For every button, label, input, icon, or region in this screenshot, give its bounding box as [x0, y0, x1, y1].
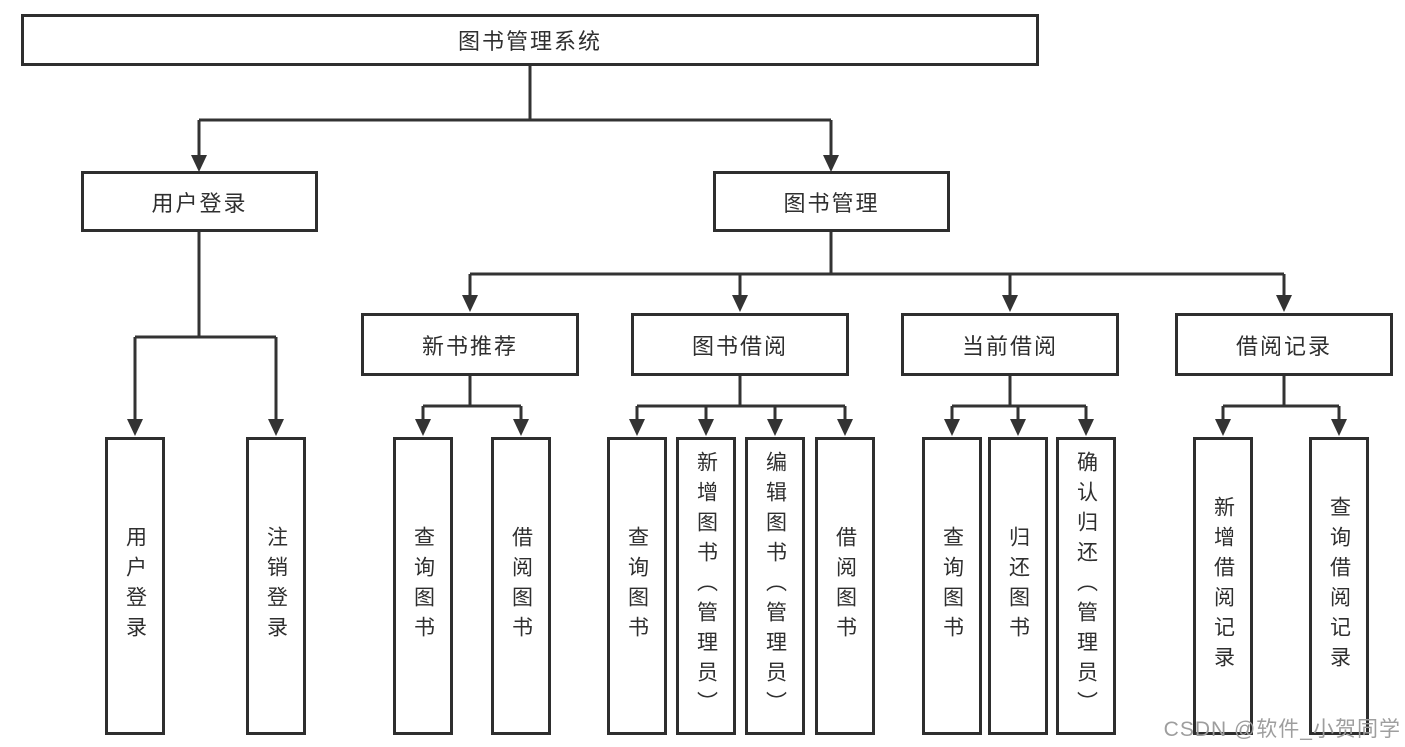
csdn-watermark: CSDN @软件_小贺同学 [1163, 718, 1401, 741]
arrowheads-bookborrow-leaves [629, 419, 853, 436]
connector-bookmgmt-to-level3 [468, 232, 1286, 298]
leaf-confirm-return-admin: 确认归还（管理员） [1056, 437, 1116, 735]
leaf-label: 注销登录 [264, 526, 288, 646]
leaf-user-login: 用户登录 [105, 437, 165, 735]
node-book-management: 图书管理 [713, 171, 950, 232]
leaf-label: 新增借阅记录 [1211, 496, 1235, 676]
leaf-add-borrow-record: 新增借阅记录 [1193, 437, 1253, 735]
arrowheads-borrowrecord-leaves [1215, 419, 1347, 436]
node-new-book-recommend: 新书推荐 [361, 313, 579, 376]
leaf-label: 确认归还（管理员） [1074, 451, 1098, 721]
node-book-borrow: 图书借阅 [631, 313, 849, 376]
node-user-login: 用户登录 [81, 171, 318, 232]
leaf-label: 查询图书 [625, 526, 649, 646]
leaf-label: 编辑图书（管理员） [763, 451, 787, 721]
leaf-current-query-book: 查询图书 [922, 437, 982, 735]
leaf-label: 新增图书（管理员） [694, 451, 718, 721]
node-current-borrow: 当前借阅 [901, 313, 1119, 376]
node-borrow-record: 借阅记录 [1175, 313, 1393, 376]
leaf-label: 用户登录 [123, 526, 147, 646]
leaf-label: 查询图书 [940, 526, 964, 646]
arrowheads-newbookrec-leaves [415, 419, 529, 436]
node-label: 图书借阅 [691, 333, 788, 359]
node-label: 图书管理系统 [457, 29, 602, 54]
arrowheads-level2 [191, 155, 839, 172]
leaf-borrow-book: 借阅图书 [815, 437, 875, 735]
leaf-label: 借阅图书 [833, 526, 857, 646]
node-label: 图书管理 [783, 190, 880, 216]
leaf-recommend-query-book: 查询图书 [393, 437, 453, 735]
connector-borrowrecord-to-leaves [1221, 376, 1341, 422]
leaf-label: 借阅图书 [509, 526, 533, 646]
node-label: 当前借阅 [961, 333, 1058, 359]
connector-currentborrow-to-leaves [950, 376, 1088, 422]
leaf-return-book: 归还图书 [988, 437, 1048, 735]
connector-root-to-level2 [197, 66, 833, 160]
arrowheads-currentborrow-leaves [944, 419, 1094, 436]
leaf-logout: 注销登录 [246, 437, 306, 735]
leaf-query-borrow-record: 查询借阅记录 [1309, 437, 1369, 735]
leaf-borrow-query-book: 查询图书 [607, 437, 667, 735]
node-library-management-system: 图书管理系统 [21, 14, 1039, 66]
connector-bookborrow-to-leaves [635, 376, 847, 422]
leaf-label: 查询借阅记录 [1327, 496, 1351, 676]
leaf-recommend-borrow-book: 借阅图书 [491, 437, 551, 735]
leaf-add-book-admin: 新增图书（管理员） [676, 437, 736, 735]
connector-newbookrec-to-leaves [421, 376, 523, 422]
connector-userlogin-to-leaves [133, 232, 278, 422]
leaf-label: 归还图书 [1006, 526, 1030, 646]
node-label: 新书推荐 [421, 333, 518, 359]
arrowheads-level3 [462, 295, 1292, 312]
arrowheads-userlogin-leaves [127, 419, 284, 436]
node-label: 借阅记录 [1235, 333, 1332, 359]
leaf-edit-book-admin: 编辑图书（管理员） [745, 437, 805, 735]
leaf-label: 查询图书 [411, 526, 435, 646]
node-label: 用户登录 [151, 190, 248, 216]
